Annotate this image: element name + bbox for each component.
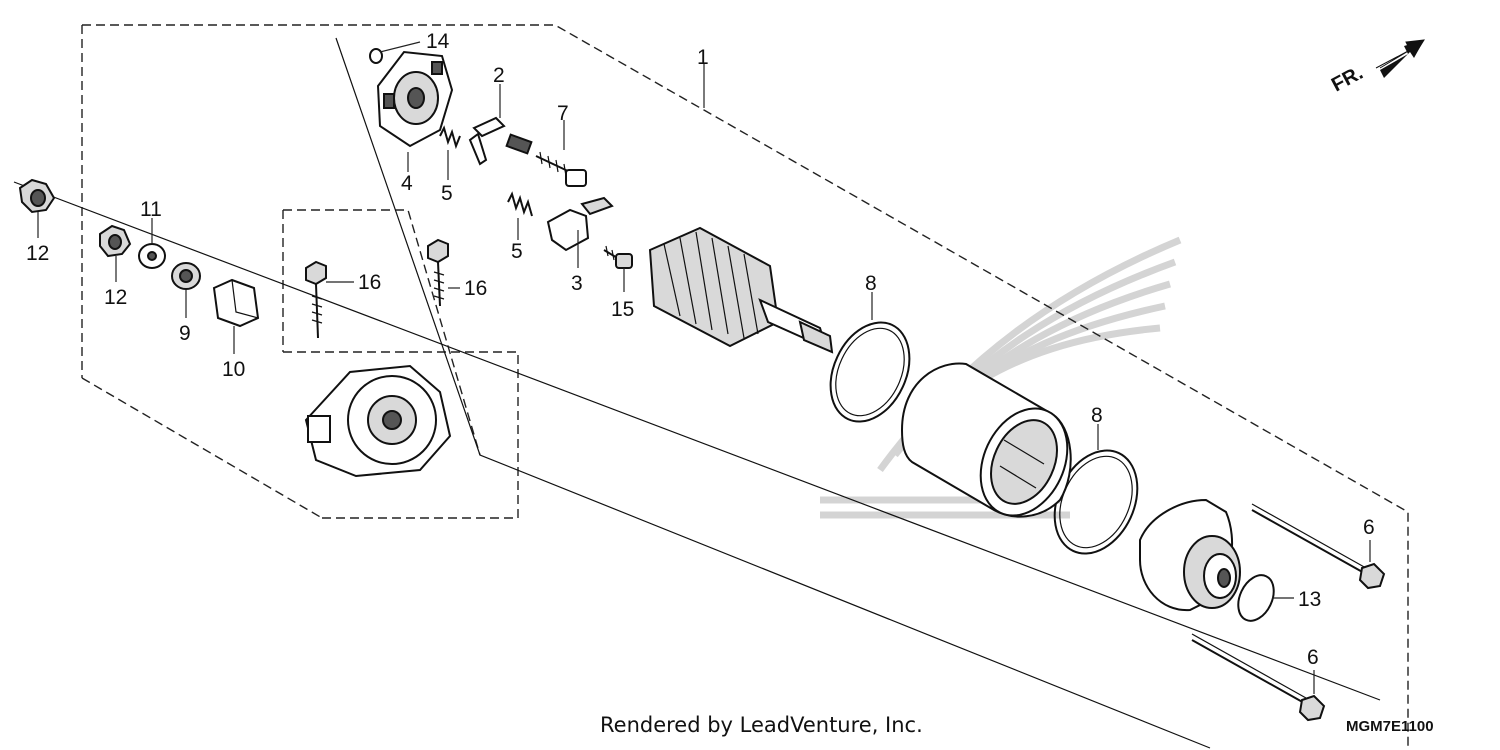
brush-holder-outline <box>335 37 1211 749</box>
brush-holder-part-4 <box>376 50 454 148</box>
terminal-bolt-part-7 <box>535 151 587 187</box>
callout-1: 1 <box>697 46 709 69</box>
callout-15: 15 <box>611 298 634 321</box>
o-ring-part-13 <box>1237 574 1275 622</box>
callout-5a: 5 <box>441 182 453 205</box>
leader-lines <box>37 41 1371 694</box>
callout-10: 10 <box>222 358 245 381</box>
footer-credit: Rendered by LeadVenture, Inc. <box>600 713 923 737</box>
terminal-insulator-part-10 <box>212 278 260 328</box>
callout-5b: 5 <box>511 240 523 263</box>
bolt-part-16-left <box>305 260 327 339</box>
callout-16a: 16 <box>358 271 381 294</box>
callout-8b: 8 <box>1091 404 1103 427</box>
callout-4: 4 <box>401 172 413 195</box>
callout-3: 3 <box>571 272 583 295</box>
spring-part-5-lower <box>507 191 533 217</box>
spring-part-5-upper <box>439 125 461 150</box>
o-ring-part-8-upper <box>829 321 911 423</box>
front-direction-label: FR. <box>1328 62 1367 97</box>
front-direction-arrow-icon <box>1375 39 1425 78</box>
assembly-outline <box>82 24 1409 748</box>
assembly-outline-bottom <box>81 377 323 519</box>
callout-12b: 12 <box>104 286 127 309</box>
callout-11: 11 <box>140 198 162 221</box>
o-ring-part-14 <box>369 48 383 64</box>
callout-7: 7 <box>557 102 569 125</box>
motor-yoke <box>900 362 1072 518</box>
armature <box>648 226 834 354</box>
through-bolt-part-6-upper <box>1251 503 1386 590</box>
callout-16b: 16 <box>464 277 487 300</box>
callout-9: 9 <box>179 322 191 345</box>
callout-12a: 12 <box>26 242 49 265</box>
callout-6b: 6 <box>1307 646 1319 669</box>
callout-2: 2 <box>493 64 505 87</box>
callout-6a: 6 <box>1363 516 1375 539</box>
brush-part-2 <box>468 116 533 166</box>
brush-part-3 <box>546 196 614 252</box>
nut-part-12-outer <box>18 178 56 214</box>
front-end-cover <box>1139 498 1241 612</box>
insulator-part-9 <box>171 262 201 290</box>
axis-line <box>13 181 1381 701</box>
diagram-code: MGM7E1100 <box>1346 718 1434 735</box>
end-cover-subbox <box>283 209 481 456</box>
callout-14: 14 <box>426 30 450 53</box>
rear-end-cover <box>304 364 452 478</box>
screw-part-15 <box>603 245 633 269</box>
callout-13: 13 <box>1298 588 1321 611</box>
bolt-part-16-right <box>427 238 449 307</box>
callout-8a: 8 <box>865 272 877 295</box>
washer-part-11 <box>138 243 166 269</box>
nut-part-12-inner <box>99 224 132 258</box>
through-bolt-part-6-lower <box>1191 633 1326 722</box>
end-cover-subbox-lower <box>283 351 519 519</box>
